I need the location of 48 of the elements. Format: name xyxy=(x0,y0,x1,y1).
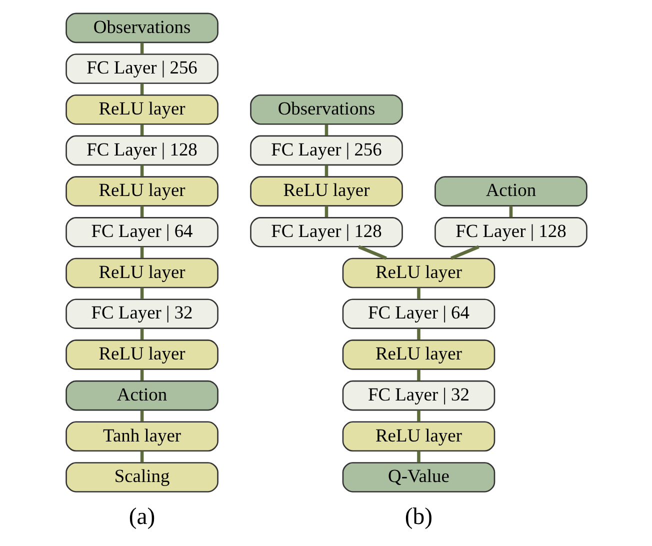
connector xyxy=(416,451,420,462)
connector xyxy=(358,245,386,260)
node-box: ReLU layer xyxy=(65,94,218,125)
connector xyxy=(416,410,420,422)
node-box: FC Layer | 64 xyxy=(65,217,218,248)
node-box: Action xyxy=(65,380,218,411)
connector xyxy=(416,369,420,381)
node-box: FC Layer | 128 xyxy=(434,217,587,248)
node-box: FC Layer | 128 xyxy=(65,135,218,166)
connector xyxy=(416,328,420,340)
node-box: FC Layer | 256 xyxy=(65,54,218,84)
label: (a) xyxy=(128,504,155,530)
connector xyxy=(324,206,328,218)
connector xyxy=(140,410,144,422)
connector xyxy=(324,165,328,176)
connector xyxy=(140,124,144,136)
connector xyxy=(140,328,144,340)
node-box: ReLU layer xyxy=(342,340,495,370)
node-box: ReLU layer xyxy=(250,176,402,206)
node-box: FC Layer | 256 xyxy=(250,135,402,166)
node-box: Q-Value xyxy=(342,462,495,492)
node-box: ReLU layer xyxy=(342,258,495,288)
node-box: Scaling xyxy=(65,462,218,492)
node-box: Observations xyxy=(250,94,402,125)
node-box: Observations xyxy=(65,12,218,44)
node-box: Action xyxy=(434,176,587,206)
connector xyxy=(140,42,144,54)
node-box: ReLU layer xyxy=(65,340,218,370)
connector xyxy=(140,451,144,462)
node-box: FC Layer | 32 xyxy=(342,380,495,411)
connector xyxy=(140,83,144,95)
node-box: FC Layer | 32 xyxy=(65,298,218,329)
connector xyxy=(450,245,479,260)
node-box: Tanh layer xyxy=(65,421,218,452)
connector xyxy=(140,369,144,381)
connector xyxy=(324,124,328,136)
connector xyxy=(140,206,144,218)
label: (b) xyxy=(404,504,432,530)
connector xyxy=(508,206,512,218)
connector xyxy=(140,165,144,176)
node-box: FC Layer | 64 xyxy=(342,298,495,329)
connector xyxy=(140,246,144,258)
connector xyxy=(416,288,420,299)
node-box: ReLU layer xyxy=(65,176,218,206)
node-box: ReLU layer xyxy=(342,421,495,452)
connector xyxy=(140,288,144,299)
node-box: FC Layer | 128 xyxy=(250,217,402,248)
node-box: ReLU layer xyxy=(65,258,218,288)
